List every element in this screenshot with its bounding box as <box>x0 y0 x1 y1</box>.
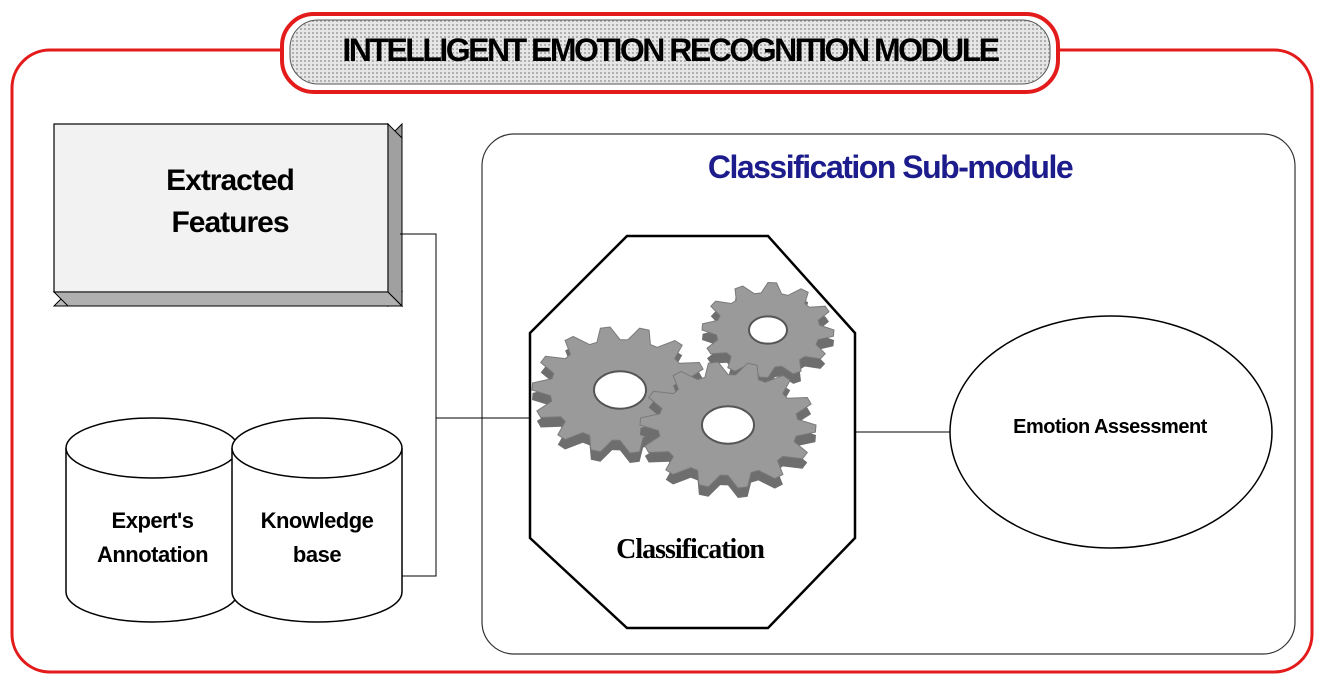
module-title-tab-fill <box>289 19 1051 85</box>
knowledge-base-label: Knowledge base <box>260 508 374 567</box>
connectors <box>400 233 950 577</box>
classification-label: Classification <box>616 534 765 565</box>
extracted-features-label: Extracted Features <box>166 164 295 239</box>
gear-icon <box>701 281 835 388</box>
expert-annotation-label: Expert's Annotation <box>96 508 209 567</box>
module-title: INTELLIGENT EMOTION RECOGNITION MODULE <box>342 32 1000 68</box>
submodule-title: Classification Sub-module <box>707 149 1074 185</box>
emotion-assessment-ellipse <box>949 315 1273 549</box>
knowledge-base-database-icon <box>231 417 403 623</box>
gear-icon <box>639 361 817 498</box>
expert-annotation-database-icon <box>65 417 239 623</box>
emotion-assessment-label: Emotion Assessment <box>1013 416 1207 438</box>
extracted-features-box <box>52 122 404 308</box>
